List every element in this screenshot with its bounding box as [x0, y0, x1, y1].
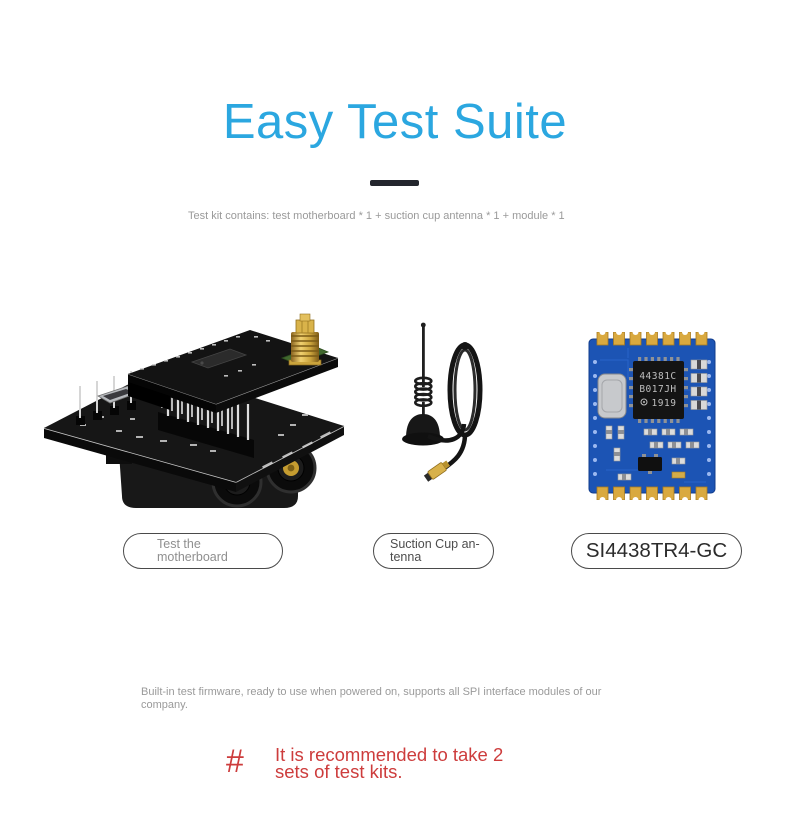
test-motherboard-photo: [40, 312, 348, 512]
rf-module-photo: 44381C B017JH 1919: [588, 332, 716, 500]
hash-symbol: #: [226, 743, 244, 779]
firmware-description: Built-in test firmware, ready to use whe…: [141, 686, 602, 711]
daughter-board: [127, 313, 339, 413]
page-title: Easy Test Suite: [222, 95, 568, 149]
suction-base: [402, 414, 444, 446]
castellated-pads-bottom: [596, 486, 708, 500]
crystal-oscillator: [597, 373, 627, 419]
title-divider: [370, 180, 419, 186]
label-module-part-number: SI4438TR4-GC: [571, 533, 742, 569]
sma-connector: [280, 313, 330, 366]
ic-logo-dot: [640, 398, 648, 406]
label-suction-cup-antenna: Suction Cup an- tenna: [373, 533, 494, 569]
castellated-pads-top: [596, 332, 708, 346]
suction-cup-antenna-photo: [366, 318, 508, 502]
antenna-whip: [420, 322, 426, 416]
rf-module-illustration: 44381C B017JH 1919: [588, 332, 716, 500]
label-text: motherboard: [157, 550, 228, 564]
ic-marking-line3: 1919: [652, 398, 677, 409]
smd-column-right: [690, 359, 708, 410]
suction-cup-antenna-illustration: [402, 322, 483, 482]
sot23-component: [638, 454, 662, 474]
label-text: SI4438TR4-GC: [585, 539, 728, 562]
label-text: tenna: [390, 550, 422, 564]
ic-marking-line2: B017JH: [639, 384, 676, 395]
edge-silkscreen: [262, 431, 331, 469]
antenna-cable: [427, 342, 483, 471]
qfn-chip: [190, 348, 248, 369]
antenna-coil: [413, 376, 433, 408]
label-text: Suction Cup an-: [390, 537, 480, 551]
cable-sma-plug: [423, 460, 451, 482]
label-text: Test the: [157, 537, 201, 551]
ic-chip: 44381C B017JH 1919: [629, 357, 688, 423]
recommendation-note: It is recommended to take 2 sets of test…: [275, 744, 504, 782]
label-test-motherboard: Test the motherboard: [123, 533, 283, 569]
smd-passives: [605, 425, 700, 481]
kit-contents-text: Test kit contains: test motherboard * 1 …: [188, 210, 565, 222]
test-motherboard-illustration: [43, 313, 345, 508]
ic-marking-line1: 44381C: [639, 371, 676, 382]
